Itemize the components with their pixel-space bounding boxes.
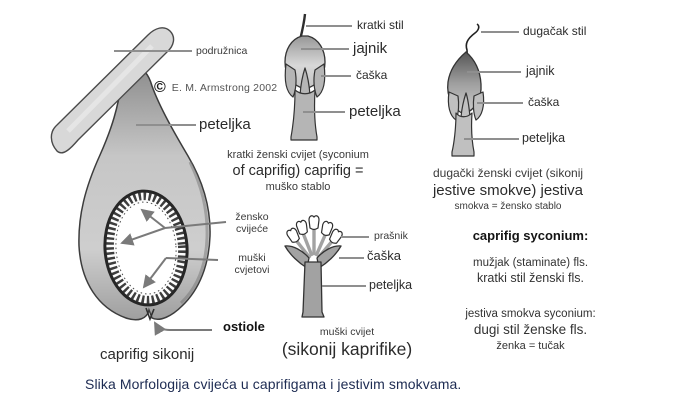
long-calyx-label: čaška [528, 95, 560, 109]
syconium-summary: caprifig syconium: mužjak (staminate) fl… [438, 228, 623, 353]
copyright-icon: © [154, 79, 166, 96]
caprifig-syconium-caption: caprifig sikonij [100, 346, 195, 363]
short-calyx-label: čaška [356, 68, 388, 82]
short-style-label: kratki stil [357, 18, 404, 32]
stamen-label: prašnik [374, 230, 408, 242]
male-flower-caption: muški cvijet (sikonij kaprifike) [281, 326, 413, 360]
long-style-label: dugačak stil [523, 24, 587, 38]
figure-caption: Slika Morfologija cvijeća u caprifigama … [85, 376, 462, 392]
edible-summary-heading: jestiva smokva syconium: [465, 307, 596, 320]
ostiole-label: ostiole [223, 319, 265, 334]
branch-label: podružnica [196, 45, 248, 57]
copyright: © E. M. Armstrong 2002 [154, 79, 277, 97]
short-petiole-label: peteljka [349, 103, 401, 120]
caprifig-syconium-illustration [50, 27, 227, 336]
short-style-flower-caption: kratki ženski cvijet (syconium of caprif… [227, 149, 369, 194]
caprifig-summary-heading: caprifig syconium: [472, 228, 589, 243]
male-calyx-label: čaška [367, 248, 401, 263]
long-style-flower-caption: dugački ženski cvijet (sikonij jestive s… [432, 166, 584, 213]
short-ovary-label: jajnik [353, 40, 388, 57]
long-petiole-label: peteljka [522, 131, 566, 145]
male-flowers-label: muški cvjetovi [234, 252, 270, 277]
leader-lines [114, 25, 523, 287]
male-petiole-label: peteljka [369, 278, 413, 292]
long-style-flower-illustration [447, 23, 485, 157]
copyright-text: E. M. Armstrong 2002 [171, 82, 278, 95]
short-style-flower-illustration [284, 13, 326, 141]
male-flower-illustration [284, 215, 345, 318]
fig-petiole-label: peteljka [199, 116, 251, 133]
long-ovary-label: jajnik [526, 64, 555, 78]
female-flowers-label: žensko cvijeće [235, 211, 269, 236]
